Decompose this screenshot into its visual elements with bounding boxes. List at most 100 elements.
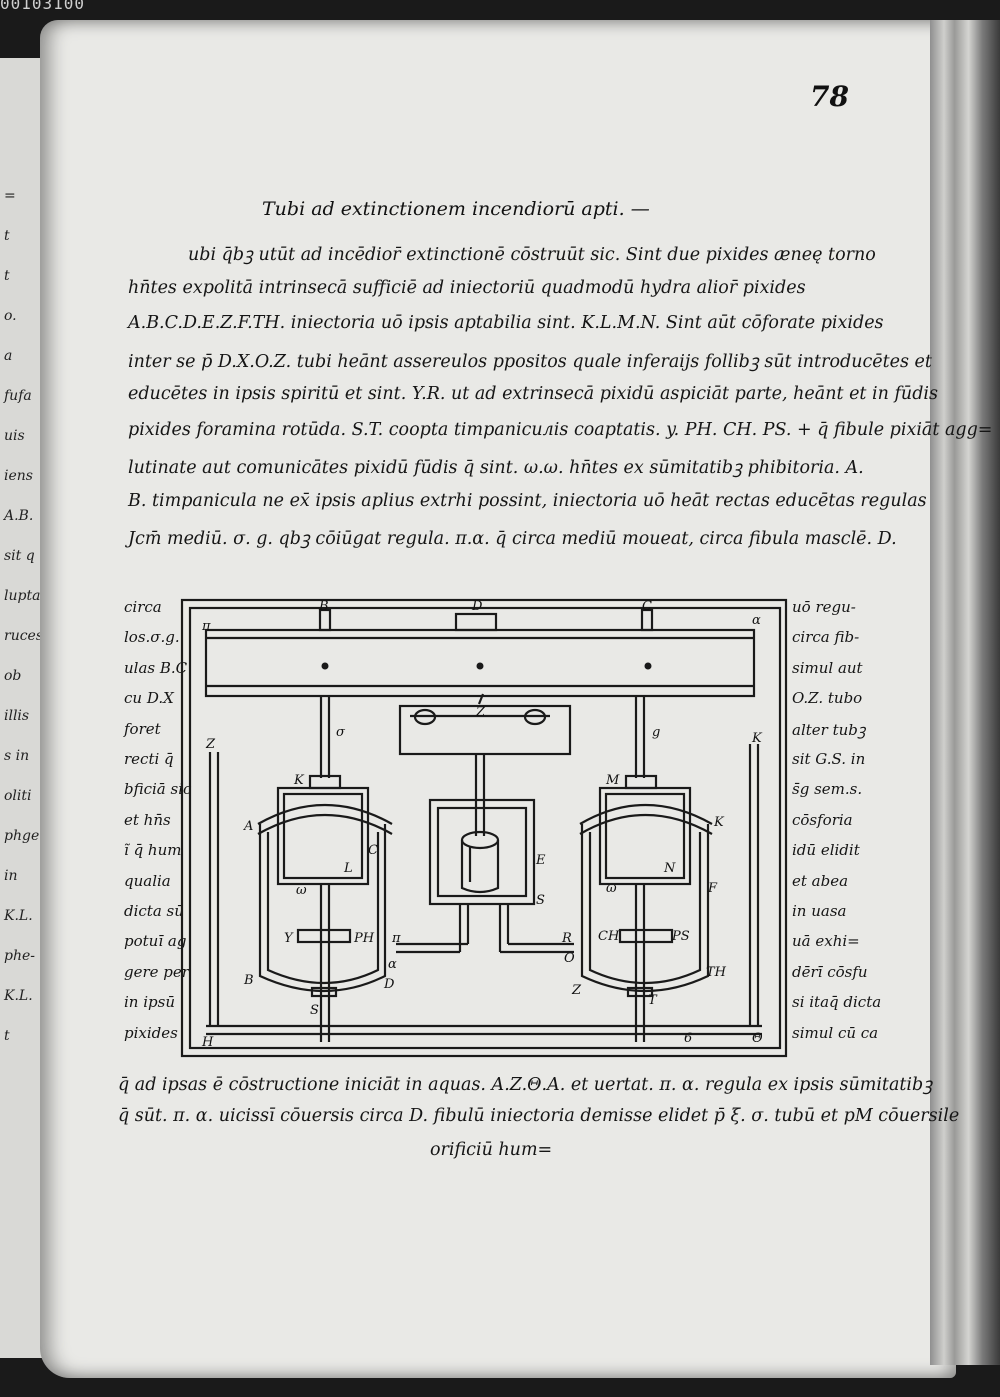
left-page-fragment: K.L. bbox=[4, 908, 33, 924]
left-valve bbox=[296, 928, 352, 944]
right-margin-note: alter tubꝫ bbox=[792, 720, 866, 739]
scan-id: 00103100 bbox=[0, 0, 86, 13]
right-margin-note: uō regu- bbox=[792, 598, 856, 616]
left-page-fragment: iens bbox=[4, 468, 33, 484]
right-margin-note: si itaq̄ dicta bbox=[792, 993, 882, 1012]
left-page-fragment: ob bbox=[4, 668, 22, 684]
label-s: S bbox=[310, 1003, 319, 1018]
left-page-fragment: phe- bbox=[4, 948, 35, 964]
label-k2: K bbox=[713, 815, 725, 830]
right-margin-note: O.Z. tubo bbox=[792, 689, 863, 708]
right-margin-note: et abea bbox=[792, 871, 849, 890]
left-page-fragment: o. bbox=[4, 308, 17, 324]
label-theta: Θ bbox=[752, 1031, 763, 1046]
body-line: Jcm̄ mediū. σ. g. qbꝫ cōiūgat regula. π.… bbox=[128, 529, 897, 549]
manuscript-page bbox=[40, 20, 956, 1378]
label-z-left: Z bbox=[205, 737, 216, 752]
body-line: lutinate aut comunicātes pixidū fūdis q̄… bbox=[128, 458, 864, 478]
left-margin-note: gere per bbox=[124, 962, 189, 981]
left-margin-note: ĩ q̄ hum bbox=[124, 841, 182, 860]
label-z-top: Z bbox=[475, 705, 486, 720]
right-margin-note: uā exhi= bbox=[792, 932, 860, 951]
label-d: D bbox=[471, 599, 483, 614]
label-c2: C bbox=[368, 843, 378, 858]
left-margin-note: qualia bbox=[124, 871, 171, 890]
left-page-fragment: t bbox=[4, 1028, 10, 1044]
label-d2: D bbox=[383, 977, 395, 992]
page-edge-stack bbox=[930, 20, 1000, 1365]
label-k-corner: K bbox=[751, 731, 763, 746]
left-page-fragment: s in bbox=[4, 748, 30, 764]
label-th: TH bbox=[706, 965, 727, 980]
label-y: Y bbox=[284, 931, 294, 946]
left-piston-block bbox=[276, 786, 370, 886]
right-margin-note: sit G.S. in bbox=[792, 750, 866, 768]
right-margin-note: cōsforia bbox=[792, 810, 853, 829]
right-margin-note: in uasa bbox=[792, 902, 847, 920]
right-margin-note: simul cū ca bbox=[792, 1023, 879, 1042]
label-k: K bbox=[293, 773, 305, 788]
label-l: L bbox=[343, 861, 353, 876]
right-margin-note: circa fib- bbox=[792, 628, 860, 647]
label-omega2: ω bbox=[606, 881, 617, 896]
body-line: educētes in ipsis spiritū et sint. Y.R. … bbox=[128, 384, 938, 404]
label-t: T bbox=[648, 993, 658, 1008]
label-b: B bbox=[318, 599, 329, 614]
label-ch: CH bbox=[598, 929, 620, 944]
left-page-fragment: = bbox=[4, 188, 16, 204]
closing-line: q̄ sūt. π. α. uicissī cōuersis circa D. … bbox=[118, 1106, 960, 1126]
label-o: O bbox=[564, 951, 575, 966]
left-margin-note: dicta sū bbox=[124, 902, 184, 920]
left-margin-note: et hn̄s bbox=[124, 810, 171, 829]
left-page-fragment: t bbox=[4, 228, 10, 244]
inner-frame bbox=[188, 606, 782, 1050]
left-margin-note: circa bbox=[124, 598, 162, 616]
label-6: 6 bbox=[684, 1031, 692, 1046]
left-page-fragment: t bbox=[4, 268, 10, 284]
body-line: A.B.C.D.E.Z.F.TH. iniectoria uō ipsis ap… bbox=[128, 313, 884, 333]
right-margin-note: simul aut bbox=[792, 658, 863, 677]
left-page-fragment: in bbox=[4, 868, 18, 884]
body-line: hn̄tes expolitā intrinsecā sufficiē ad i… bbox=[128, 277, 806, 298]
label-c: C bbox=[642, 599, 652, 614]
left-page-fragment: K.L. bbox=[4, 988, 33, 1004]
body-line: pixides foramina rotūda. S.T. coopta tim… bbox=[128, 419, 993, 440]
body-line: inter se p̄ D.X.O.Z. tubi heānt assereul… bbox=[128, 351, 932, 372]
outer-frame bbox=[180, 598, 788, 1058]
label-sigma: σ bbox=[336, 725, 346, 740]
label-g: g bbox=[652, 725, 660, 740]
closing-line: q̄ ad ipsas ē cōstructione iniciāt in aq… bbox=[118, 1075, 933, 1095]
left-margin-note: ulas B.C bbox=[124, 658, 188, 677]
left-margin-note: in ipsū bbox=[124, 993, 175, 1012]
left-page-fragment: luptar bbox=[4, 588, 48, 604]
label-alpha: α bbox=[752, 613, 761, 628]
body-line: ubi q̄bꝫ utūt ad incēdior̄ extinctionē c… bbox=[188, 245, 876, 265]
left-page-fragment: uis bbox=[4, 428, 25, 444]
label-b2: B bbox=[243, 973, 254, 988]
left-page-fragment: oliti bbox=[4, 788, 32, 804]
label-s-mid: S bbox=[536, 893, 545, 908]
right-margin-note: s̄g sem.s. bbox=[792, 780, 863, 799]
label-z2: Z bbox=[571, 983, 582, 998]
label-ph: PH bbox=[353, 931, 375, 946]
central-vessel bbox=[428, 798, 536, 906]
left-page-fragment: phge bbox=[4, 828, 40, 844]
body-line: B. timpanicula ne ex̄ ipsis aplius extrh… bbox=[128, 490, 927, 511]
heading: Tubi ad extinctionem incendiorū apti. — bbox=[262, 198, 650, 220]
left-page-fragment: sit q bbox=[4, 548, 35, 564]
left-margin-note: cu D.X bbox=[124, 689, 174, 708]
left-margin-note: potuī ag bbox=[124, 932, 187, 951]
left-cylinder bbox=[258, 824, 387, 993]
left-margin-note: los.σ.g. bbox=[124, 628, 180, 647]
right-piston-block bbox=[598, 786, 692, 886]
closing-line: orificiū hum= bbox=[430, 1140, 553, 1160]
label-pi: π bbox=[201, 619, 211, 634]
label-a: A bbox=[243, 819, 253, 834]
right-margin-note: idū elidit bbox=[792, 841, 860, 860]
left-margin-note: recti q̄ bbox=[124, 750, 174, 768]
left-page-fragment: fufa bbox=[4, 388, 32, 404]
label-pi2: π bbox=[391, 931, 401, 946]
label-ps: PS bbox=[671, 929, 690, 944]
label-omega: ω bbox=[296, 883, 307, 898]
left-page-fragment: illis bbox=[4, 708, 30, 724]
